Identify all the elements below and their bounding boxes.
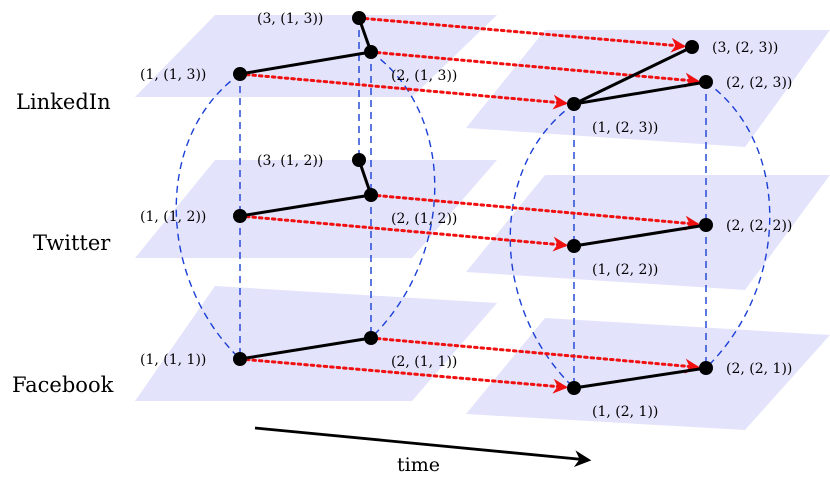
time-label: time [397,454,440,476]
inter-layer-edge [705,81,771,369]
node-n-1-2-1 [567,381,581,395]
node-n-1-2-2 [567,239,581,253]
node-n-1-1-1 [233,352,247,366]
node-label: (2, (2, 3)) [726,75,792,91]
node-label: (1, (2, 2)) [592,262,658,278]
intra-layer-edge [573,80,707,106]
inter-layer-edge [175,73,241,360]
temporal-edge [369,50,701,88]
node-n-1-2-3 [567,97,581,111]
node-n-3-2-3 [685,40,699,54]
intra-layer-edge [239,50,372,76]
node-labels: (3, (1, 3)) (2, (1, 3)) (1, (1, 3)) (3, (1,… [140,11,792,420]
node-n-1-1-2 [233,209,247,223]
node-label: (1, (1, 1)) [140,352,206,368]
nodes [233,11,713,395]
inter-layer-edge [370,51,436,339]
node-n-2-2-3 [699,75,713,89]
temporal-edge [238,357,569,394]
node-label: (1, (2, 1)) [592,404,658,420]
plane-facebook-t2 [466,318,830,430]
plane-twitter-t2 [466,175,830,290]
node-label: (1, (1, 2)) [140,209,206,225]
intra-layer-edges [239,17,707,390]
intra-layer-edge [239,336,372,361]
temporal-edges [238,16,701,394]
temporal-edge [369,193,701,231]
layer-name-facebook: Facebook [12,373,114,397]
layer-names: LinkedIn Twitter Facebook [12,90,114,397]
node-label: (2, (1, 1)) [391,354,457,370]
plane-facebook-t1 [135,286,497,401]
node-n-3-1-3 [352,11,366,25]
node-label: (2, (1, 3)) [391,68,457,84]
node-n-2-2-1 [699,361,713,375]
intra-layer-edge [573,366,707,390]
intra-layer-edge [573,45,693,106]
layer-name-linkedin: LinkedIn [16,90,111,114]
node-n-2-1-1 [364,331,378,345]
inter-layer-edges [175,18,771,389]
node-label: (1, (1, 3)) [140,67,206,83]
plane-linkedin-t2 [466,30,830,147]
node-label: (3, (1, 2)) [257,153,323,169]
plane-twitter-t1 [135,160,497,258]
intra-layer-edge [239,193,372,218]
time-arrow [254,426,592,468]
node-n-2-2-2 [699,218,713,232]
node-label: (3, (1, 3)) [257,11,323,27]
temporal-edge [357,16,687,53]
node-n-2-1-2 [364,188,378,202]
temporal-edge [238,72,569,110]
node-n-1-1-3 [233,67,247,81]
node-label: (2, (2, 1)) [726,361,792,377]
layer-planes [135,15,830,430]
layer-name-twitter: Twitter [33,231,111,255]
node-label: (3, (2, 3)) [712,40,778,56]
time-axis: time [254,426,592,476]
node-n-3-1-2 [352,153,366,167]
node-label: (2, (1, 2)) [391,211,457,227]
node-label: (2, (2, 2)) [726,218,792,234]
plane-linkedin-t1 [135,15,497,97]
inter-layer-edge [509,103,575,389]
temporal-edge [238,214,569,252]
node-n-2-1-3 [364,45,378,59]
intra-layer-edge [573,223,707,248]
node-label: (1, (2, 3)) [592,120,658,136]
temporal-edge [369,336,701,374]
